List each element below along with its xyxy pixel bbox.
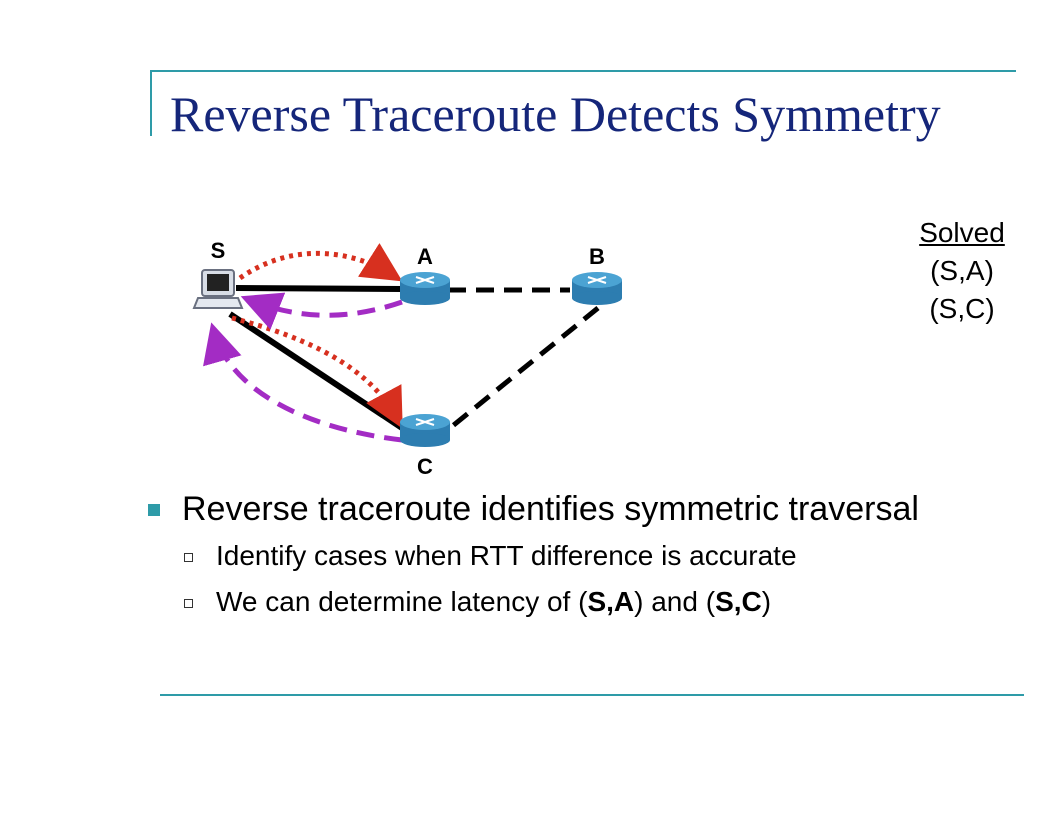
network-diagram: S A B C (192, 238, 622, 479)
bullet-list: Reverse traceroute identifies symmetric … (148, 485, 1028, 625)
node-label-c: C (417, 454, 433, 479)
link-s-c (228, 311, 404, 431)
solved-item: (S,A) (930, 255, 994, 286)
sub-bullet-bold-s-c: S,C (715, 586, 762, 617)
solved-item: (S,C) (929, 293, 995, 324)
router-icon (400, 272, 450, 305)
forward-arrow-s-a (238, 243, 403, 282)
bullet-text: Reverse traceroute identifies symmetric … (182, 490, 919, 528)
slide-title: Reverse Traceroute Detects Symmetry (170, 86, 941, 142)
solved-list: Solved (S,A) (S,C) (900, 214, 1024, 328)
sub-bullet-text: Identify cases when RTT difference is ac… (216, 540, 797, 571)
hollow-square-bullet-icon (184, 599, 193, 608)
link-s-a (235, 285, 403, 292)
router-icon (400, 414, 450, 447)
link-b-c (448, 306, 600, 430)
square-bullet-icon (148, 504, 160, 516)
node-label-b: B (589, 244, 605, 269)
bullet-item: Reverse traceroute identifies symmetric … (148, 485, 1028, 533)
router-icon (572, 272, 622, 305)
footer-accent-line (160, 694, 1024, 696)
node-label-s: S (211, 238, 226, 263)
node-label-a: A (417, 244, 433, 269)
reverse-arrow-a-s (240, 292, 403, 330)
sub-bullet-text-pre: We can determine latency of ( (216, 586, 588, 617)
title-accent-line-left (150, 70, 152, 136)
sub-bullet-item: Identify cases when RTT difference is ac… (148, 533, 1028, 579)
sub-bullet-text-post: ) (761, 586, 772, 617)
title-accent-line-top (150, 70, 1016, 72)
sub-bullet-text-mid: ) and ( (634, 586, 716, 617)
laptop-icon (192, 269, 244, 309)
solved-heading: Solved (919, 217, 1005, 248)
hollow-square-bullet-icon (184, 553, 193, 562)
sub-bullet-item: We can determine latency of (S,A) and (S… (148, 579, 1028, 625)
reverse-arrow-c-s (203, 322, 403, 443)
sub-bullet-bold-s-a: S,A (587, 586, 635, 617)
